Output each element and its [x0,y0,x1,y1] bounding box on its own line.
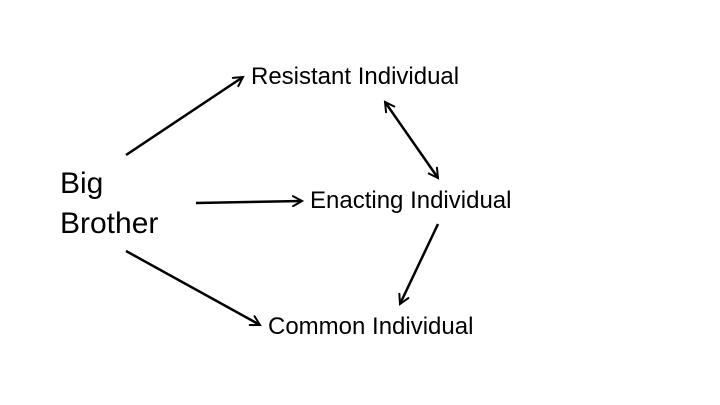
arrow-bigbrother-to-enacting [195,201,302,203]
node-common-individual: Common Individual [268,313,474,340]
arrow-resistant-enacting-bidirectional [385,102,438,178]
node-big-brother: Big Brother [60,164,158,244]
arrow-bigbrother-to-common [125,249,260,327]
node-resistant-individual: Resistant Individual [251,63,460,90]
arrow-bigbrother-to-resistant [125,77,243,157]
arrow-enacting-to-common [400,223,440,304]
node-big-brother-line2: Brother [60,207,159,240]
node-enacting-individual: Enacting Individual [310,187,512,214]
node-big-brother-line1: Big [60,167,104,200]
